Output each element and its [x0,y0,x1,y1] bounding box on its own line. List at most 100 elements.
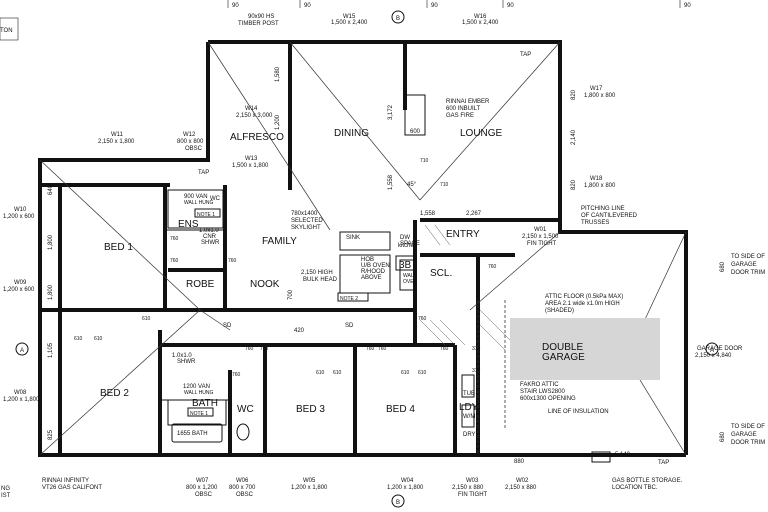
note-1-ens: NOTE 1 [197,212,215,218]
room-label-bed1: BED 1 [104,242,133,253]
grid-marker-circle [705,342,719,356]
window-w10: W10 [14,207,27,213]
window-w12-size: 800 x 800 [177,139,204,145]
note-skylight: SKYLIGHT [291,225,321,231]
note-pitching: TRUSSES [581,220,609,226]
note-bath-shwr: SHWR [177,359,196,365]
room-label-ens: ENS [178,219,199,230]
note-pitching: OF CANTILEVERED [581,213,638,219]
note-rinnai-infinity: VT26 GAS CALIFONT [42,485,102,491]
dim-610: 610 [316,370,325,376]
window-w11: W11 [111,132,124,138]
grid-label: 90 [684,3,691,9]
note-hob: ABOVE [361,275,382,281]
window-w03-size: 2,150 x 880 [452,485,484,491]
note-insulation: LINE OF INSULATION [548,409,609,415]
note-ens-wc: WC [210,196,221,202]
window-w08-size: 1,200 x 1,800 [3,397,40,403]
note-garage-trim: TO SIDE OF [731,424,765,430]
dim-710: 710 [420,158,429,164]
dim-310: 310 [472,368,481,374]
dim-820: 820 [571,89,577,100]
dim-760: 760 [170,236,179,242]
note-timber-post: 90x90 HS [248,14,274,20]
note-hob: R/HOOD [361,269,386,275]
dim-610: 610 [401,370,410,376]
dim-760: 760 [232,372,241,378]
note-garage-trim: DOOR TRIM [731,270,765,276]
room-label-lounge: LOUNGE [460,128,503,139]
note-sink: SINK [346,235,360,241]
room-label-scl: SCL. [430,268,452,279]
note-ens-shwr: SHWR [201,240,220,246]
title-fragment: IST [1,493,11,499]
dim-1558: 1,558 [388,174,394,190]
note-tap: TAP [658,460,669,466]
window-w01-note: FIN TIGHT [527,241,557,247]
dim-2267: 2,267 [466,211,482,217]
dim-760: 760 [488,264,497,270]
dim-610: 610 [142,316,151,322]
dim-5140: 5,140 [615,452,631,458]
window-labels: W15 1,500 x 2,400 W16 1,500 x 2,400 W17 … [3,14,616,498]
dim-610: 610 [94,336,103,342]
toilet-icon [236,423,250,441]
room-label-wm: W/M [463,414,475,420]
note-gas-bottle: GAS BOTTLE STORAGE. [612,478,683,484]
note-garage-trim: GARAGE [731,262,757,268]
grid-marker-right: A [710,348,714,354]
dim-1105: 1,105 [48,342,54,358]
note-bath-shwr: 1.0x1.0 [172,353,192,359]
fixtures [167,94,611,463]
walls [38,40,688,457]
note-ens-van: WALL HUNG [184,200,213,206]
dim-760: 760 [440,346,449,352]
dim-710: 710 [440,182,449,188]
dim-680: 680 [720,261,726,272]
dim-1200: 1,200 [275,114,281,130]
grid-markers: B B A A [15,10,719,508]
badge-3b: 3B [399,260,412,271]
room-label-robe: ROBE [186,279,215,290]
window-w06-size: 800 x 700 [229,485,256,491]
window-w13: W13 [245,156,258,162]
note-attic: ATTIC FLOOR (0.5kPa MAX) [545,294,623,300]
note-1-bath: NOTE 1 [190,411,208,417]
note-wall-oven: WALL [403,273,417,279]
room-label-dry: DRY [463,432,476,438]
note-dw: SPACE [400,241,420,247]
note-bath-tub: 1655 BATH [177,431,208,437]
room-label-entry: ENTRY [446,229,480,240]
gas-bottle-icon [591,451,611,463]
dim-1558: 1,558 [420,211,436,217]
note-timber-post: TIMBER POST [238,21,279,27]
room-label-dining: DINING [334,128,369,139]
note-bath-van: 1200 VAN [183,384,210,390]
window-w13-size: 1,500 x 1,800 [232,163,269,169]
note-angle: 45° [407,182,417,188]
note-pitching: PITCHING LINE [581,206,625,212]
window-w16: W16 [474,14,487,20]
note-hob: HOB [361,257,374,263]
window-w12: W12 [183,132,196,138]
room-label-bed2: BED 2 [100,388,129,399]
dim-3172: 3,172 [388,104,394,120]
window-w05: W05 [303,478,316,484]
dim-760: 760 [170,258,179,264]
note-gas-bottle: LOCATION TBC. [612,485,658,491]
grid-label: 90 [304,3,311,9]
note-rinnai-ember: 600 INBUILT [446,106,481,112]
grid-marker-circle [15,342,29,356]
window-w07-note: OBSC [195,492,213,498]
window-w03-note: FIN TIGHT [458,492,488,498]
window-w18-size: 1,800 x 800 [584,183,616,189]
note-garage-trim: TO SIDE OF [731,254,765,260]
grid-marker-circle [391,494,405,508]
dim-760: 760 [366,346,375,352]
window-w02-size: 2,150 x 880 [505,485,537,491]
dim-420: 420 [294,328,305,334]
window-w06: W06 [236,478,249,484]
grid-lines: 90 90 90 90 90 TON [0,0,691,41]
note-attic: AREA 2.1 wide x1.0m HIGH [545,301,620,307]
